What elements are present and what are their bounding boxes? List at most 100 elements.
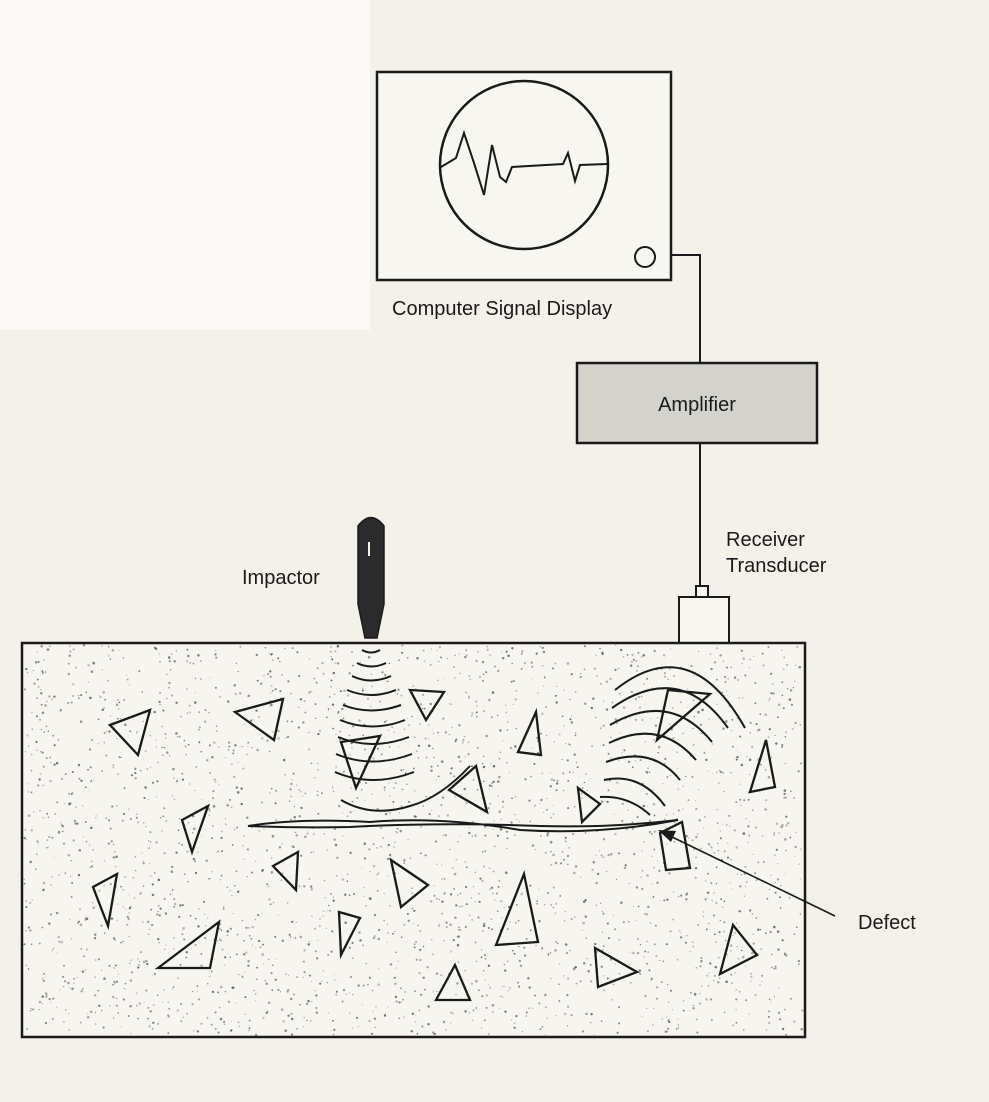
wavefront	[356, 662, 387, 668]
speckle	[433, 885, 435, 887]
speckle	[87, 1013, 89, 1015]
speckle	[438, 815, 440, 817]
speckle	[180, 715, 182, 718]
speckle	[122, 998, 125, 1001]
speckle	[735, 1009, 737, 1011]
speckle	[689, 950, 691, 952]
speckle	[424, 988, 426, 991]
speckle	[136, 813, 138, 816]
speckle	[218, 783, 220, 786]
speckle	[554, 662, 557, 665]
speckle	[383, 786, 386, 789]
speckle	[244, 1013, 247, 1015]
speckle	[544, 995, 546, 997]
speckle	[237, 1021, 240, 1024]
speckle	[286, 990, 289, 993]
speckle	[262, 963, 265, 965]
speckle	[101, 669, 103, 671]
speckle	[477, 916, 480, 919]
speckle	[783, 656, 785, 659]
speckle	[493, 820, 495, 822]
speckle	[219, 879, 222, 881]
speckle	[468, 696, 471, 699]
speckle	[520, 652, 523, 655]
speckle	[117, 699, 119, 701]
speckle	[407, 919, 411, 923]
speckle	[291, 647, 294, 650]
speckle	[169, 659, 172, 663]
speckle	[600, 800, 604, 803]
speckle	[255, 947, 257, 949]
speckle	[30, 753, 33, 756]
speckle	[294, 818, 296, 820]
speckle	[433, 756, 435, 759]
speckle	[348, 1012, 351, 1015]
speckle	[226, 930, 230, 933]
speckle	[590, 1022, 592, 1024]
speckle	[41, 670, 44, 673]
speckle	[798, 863, 800, 865]
speckle	[578, 676, 581, 679]
speckle	[36, 715, 38, 718]
speckle	[45, 995, 48, 998]
speckle	[413, 736, 416, 739]
speckle	[496, 834, 500, 837]
speckle	[315, 1006, 318, 1010]
speckle	[352, 892, 356, 896]
speckle	[319, 918, 321, 920]
speckle	[785, 824, 788, 827]
speckle	[622, 921, 625, 924]
speckle	[368, 1019, 371, 1023]
speckle	[380, 753, 383, 756]
speckle	[550, 816, 552, 819]
speckle	[396, 832, 398, 834]
speckle	[648, 771, 651, 774]
speckle	[761, 652, 764, 655]
speckle	[136, 732, 138, 734]
speckle	[158, 701, 161, 704]
speckle	[332, 727, 335, 730]
speckle	[602, 838, 606, 841]
speckle	[759, 928, 762, 931]
speckle	[151, 893, 155, 897]
speckle	[128, 808, 130, 810]
speckle	[538, 716, 540, 718]
speckle	[387, 932, 389, 934]
speckle	[324, 897, 326, 899]
speckle	[297, 706, 300, 709]
speckle	[414, 815, 417, 818]
speckle	[89, 766, 92, 769]
speckle	[505, 871, 508, 874]
speckle	[71, 881, 74, 884]
speckle	[488, 867, 491, 870]
speckle	[178, 818, 180, 820]
speckle	[218, 1006, 221, 1009]
speckle	[117, 1012, 120, 1014]
speckle	[780, 884, 782, 887]
speckle	[248, 1027, 251, 1029]
speckle	[308, 658, 310, 660]
speckle	[796, 645, 799, 649]
reflected-wavefronts	[599, 666, 746, 816]
speckle	[44, 976, 46, 978]
speckle	[403, 862, 406, 864]
speckle	[438, 899, 440, 901]
speckle	[51, 836, 54, 839]
speckle	[429, 663, 432, 666]
speckle	[281, 674, 283, 676]
speckle	[610, 998, 613, 1001]
speckle	[714, 974, 716, 977]
speckle	[255, 1000, 257, 1002]
speckle	[302, 795, 304, 797]
speckle	[581, 929, 583, 931]
speckle	[781, 681, 784, 684]
speckle	[431, 938, 433, 941]
speckle	[722, 771, 725, 774]
speckle	[732, 935, 734, 937]
speckle	[606, 922, 610, 925]
speckle	[212, 789, 215, 793]
speckle	[361, 687, 364, 689]
speckle	[544, 993, 547, 995]
speckle	[750, 975, 753, 978]
speckle	[245, 951, 248, 954]
